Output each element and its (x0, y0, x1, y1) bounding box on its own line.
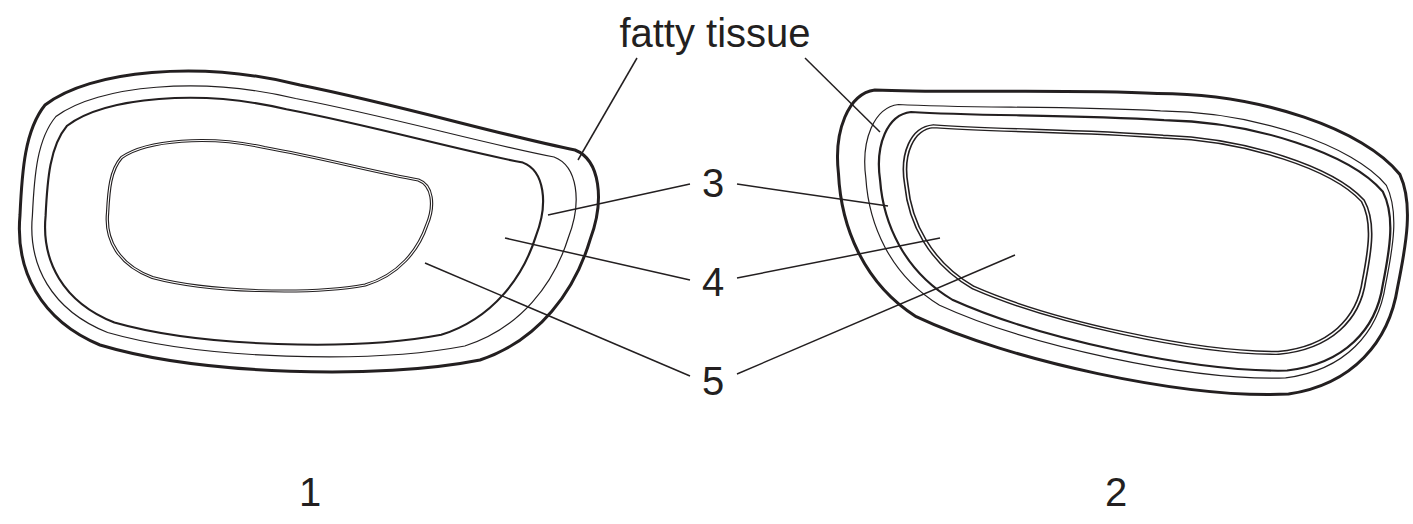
cavity-gap (107, 141, 431, 291)
callout-number: 5 (702, 361, 724, 401)
leader-line (737, 255, 1015, 374)
leader-line (548, 184, 690, 215)
inner-contour (847, 44, 1412, 409)
callout-number: 3 (702, 163, 724, 203)
leader-line (805, 58, 880, 132)
leader-line (737, 238, 940, 278)
part-label: fatty tissue (619, 13, 810, 53)
leader-line (578, 58, 637, 160)
leader-line (505, 238, 690, 280)
cavity-gap (877, 68, 1389, 387)
outer-contour (19, 71, 598, 372)
outer-contour (798, 8, 1413, 440)
thin-contour (830, 32, 1413, 419)
leader-line (737, 184, 888, 206)
leader-line (425, 263, 690, 376)
inner-contour (45, 98, 543, 345)
thin-contour (32, 86, 576, 357)
figure-number: 2 (1105, 472, 1127, 512)
cavity-outline (877, 68, 1389, 387)
callout-number: 4 (702, 262, 724, 302)
leader-lines (425, 58, 1015, 376)
section-two (798, 8, 1413, 440)
figure-number: 1 (299, 472, 321, 512)
cavity-outline (107, 141, 431, 291)
section-one (19, 71, 598, 372)
